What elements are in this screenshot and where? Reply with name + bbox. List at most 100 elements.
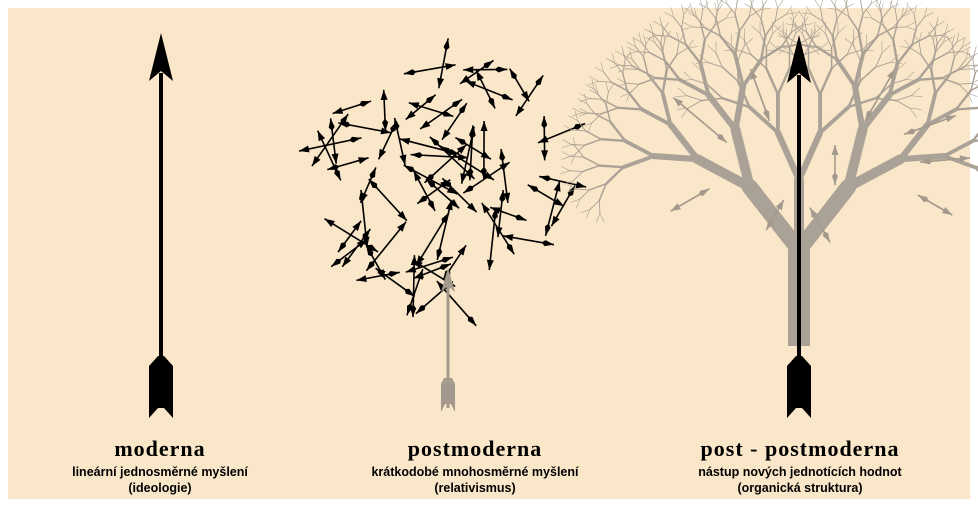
arrow-head — [352, 221, 361, 231]
tree-branch — [678, 88, 687, 96]
arrow-fletching — [507, 244, 514, 255]
tree-branch — [749, 107, 777, 133]
tree-branch — [962, 47, 971, 52]
tree-branch — [935, 21, 937, 30]
arrow-fletching — [459, 103, 467, 113]
tree-branch — [930, 23, 935, 31]
panel-title: post - postmoderna — [640, 436, 960, 462]
scattered-arrow — [442, 103, 467, 139]
arrow-fletching — [441, 257, 453, 263]
tree-branch — [931, 70, 935, 94]
tree-branch — [925, 12, 934, 17]
arrow-head — [463, 66, 473, 73]
arrow-head — [945, 116, 956, 123]
tree-branch — [715, 3, 717, 12]
panel-subtitle-paren: (organická struktura) — [640, 480, 960, 496]
tree-branch — [956, 108, 978, 110]
tree-branch — [661, 31, 663, 44]
tree-branch — [571, 156, 584, 157]
tree-branch — [766, 68, 778, 94]
tree-branch — [722, 67, 738, 81]
tree-branch — [571, 144, 584, 145]
scattered-arrow — [406, 95, 436, 120]
scattered-arrow — [476, 70, 495, 108]
tree-branch — [952, 35, 954, 44]
arrow-fletching — [426, 95, 436, 103]
arrow-fletching — [536, 75, 544, 85]
tree-branch — [890, 4, 899, 9]
tree-branch — [660, 17, 662, 26]
tree-branch — [937, 33, 945, 43]
arrow-head — [358, 157, 369, 164]
tree-branch — [914, 5, 916, 14]
tree-branch — [683, 22, 692, 27]
tree-branch — [592, 80, 594, 89]
tree-branch — [750, 187, 799, 250]
tree-branch — [828, 8, 838, 9]
tree-branch — [708, 8, 716, 18]
arrow-fletching — [468, 316, 476, 325]
arrow-fletching — [369, 179, 378, 188]
arrow-fletching — [515, 215, 527, 221]
tree-branch — [611, 60, 620, 65]
tree-branch — [773, 26, 782, 34]
arrow-fletching — [149, 356, 173, 418]
tree-branch — [700, 10, 702, 23]
scattered-arrow — [333, 101, 371, 114]
tree-branch — [572, 130, 585, 131]
tree-branch — [837, 59, 855, 86]
arrow-fletching — [832, 172, 838, 185]
arrow-fletching — [349, 137, 361, 143]
tree-branch — [867, 10, 872, 18]
tree-branch — [765, 21, 775, 36]
arrow-head — [476, 70, 484, 81]
scattered-arrow — [420, 99, 462, 129]
tree-branch — [962, 52, 971, 55]
panel-moderna: moderna lineární jednosměrné myšlení (id… — [0, 436, 320, 496]
tree-branch — [778, 133, 799, 180]
tree-branch — [663, 23, 668, 31]
tree-branch — [794, 11, 799, 19]
tree-branch — [933, 39, 935, 52]
tree-branch — [838, 26, 847, 34]
arrow-head — [420, 120, 430, 129]
tree-branch — [786, 24, 796, 25]
tree-branch — [589, 81, 598, 84]
scattered-arrow — [379, 121, 397, 159]
tree-branch — [683, 27, 692, 30]
arrow-head — [942, 207, 952, 215]
tree-branch — [859, 14, 863, 31]
arrow-head — [318, 131, 325, 142]
tree-branch — [854, 46, 860, 60]
tree-branch — [681, 5, 683, 14]
arrow-head — [445, 63, 455, 70]
tree-branch — [835, 0, 837, 6]
tree-branch — [575, 145, 584, 154]
tree-branch — [575, 111, 577, 120]
tree-branch — [686, 45, 701, 64]
arrow-fletching — [331, 259, 341, 267]
panel-subtitle-paren: (ideologie) — [0, 480, 320, 496]
tree-branch — [707, 45, 716, 53]
tree-branch — [626, 83, 639, 84]
tree-branch — [630, 50, 632, 59]
tree-branch — [587, 103, 595, 113]
tree-branch — [905, 40, 910, 48]
scattered-arrow — [400, 138, 460, 155]
tree-branch — [584, 157, 600, 165]
tree-branch — [921, 55, 931, 70]
tree-branch — [673, 17, 681, 27]
panel-title: moderna — [0, 436, 320, 462]
vertical-arrow-icon — [149, 33, 173, 418]
arrow-head — [437, 78, 444, 88]
tree-branch — [786, 13, 796, 14]
scattered-arrow — [411, 152, 469, 161]
arrow-head — [400, 138, 411, 145]
panel-subtitle: lineární jednosměrné myšlení — [0, 464, 320, 480]
tree-arrow — [671, 189, 710, 212]
scattered-arrow — [539, 175, 586, 188]
arrow-fletching — [455, 138, 466, 145]
arrow-fletching — [404, 69, 416, 75]
tree-branch — [625, 141, 654, 156]
tree-branch — [895, 0, 897, 9]
